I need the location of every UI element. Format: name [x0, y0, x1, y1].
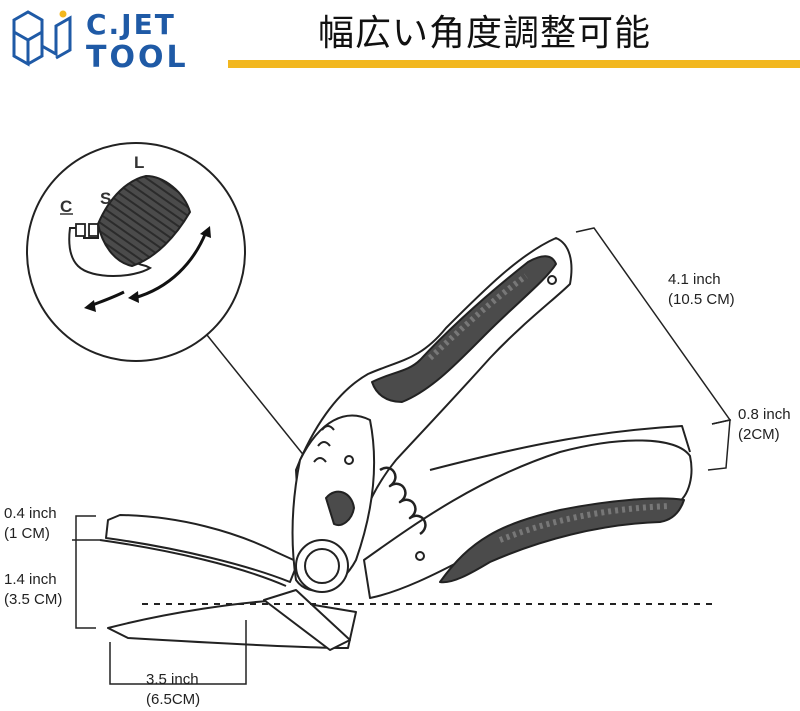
dial-zoom-inset: C S L [26, 142, 331, 489]
dim-blade-length-cm: (6.5CM) [146, 691, 201, 708]
brand-name-line1: C.JET [86, 8, 176, 41]
dim-handle-opening-cm: (2CM) [738, 426, 780, 443]
dim-blade-length: 3.5 inch (6.5CM) [146, 670, 200, 710]
dim-blade-length-inch: 3.5 inch [146, 671, 199, 688]
dim-blade-opening-cm: (3.5 CM) [4, 591, 63, 608]
dim-blade-gap-cm: (1 CM) [4, 525, 50, 542]
dial-label-c: C [60, 197, 72, 216]
logo-mark-icon [12, 10, 72, 67]
dim-handle-length-inch: 4.1 inch [668, 271, 721, 288]
dim-handle-opening-inch: 0.8 inch [738, 406, 791, 423]
dim-blade-opening-inch: 1.4 inch [4, 571, 57, 588]
page-title: 幅広い角度調整可能 [318, 13, 652, 54]
dial-label-l: L [134, 153, 144, 172]
scissors-illustration [99, 237, 693, 651]
dim-blade-opening: 1.4 inch (3.5 CM) [4, 570, 62, 610]
dimension-lines [72, 227, 732, 685]
dim-blade-gap-inch: 0.4 inch [4, 505, 57, 522]
title-underline-bar [228, 60, 800, 68]
brand-logo: C.JET TOOL [6, 6, 206, 75]
brand-name-line2: TOOL [86, 40, 189, 75]
dim-handle-opening: 0.8 inch (2CM) [738, 405, 791, 445]
dim-handle-length: 4.1 inch (10.5 CM) [668, 270, 735, 310]
dial-label-s: S [100, 189, 111, 208]
dim-blade-gap: 0.4 inch (1 CM) [4, 504, 57, 544]
dim-handle-length-cm: (10.5 CM) [668, 291, 735, 308]
